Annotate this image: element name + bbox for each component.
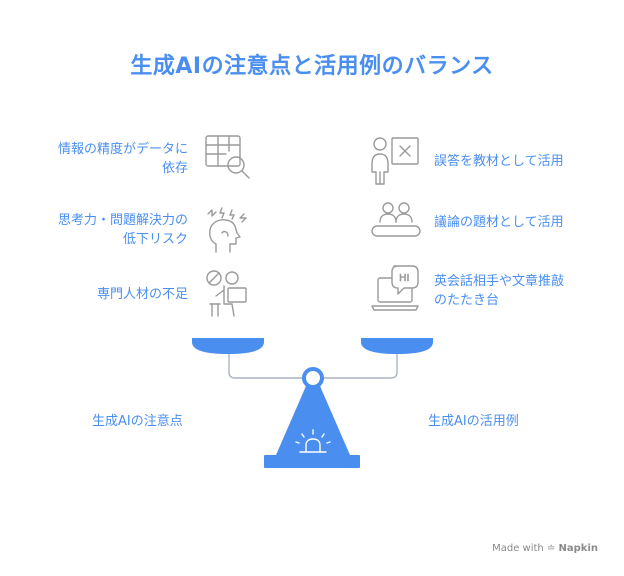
scale-stand [276, 386, 350, 455]
right-hanger [322, 354, 398, 379]
unavailable-worker-icon [206, 270, 247, 317]
discussion-group-icon [371, 202, 421, 237]
left-item-3: 専門人材の不足 [96, 287, 188, 302]
credit-text: Made with [492, 543, 544, 554]
spreadsheet-search-icon [205, 135, 250, 179]
left-scale-pan [192, 338, 264, 354]
left-caption: 生成AIの注意点 [92, 414, 183, 429]
credit-brand: Napkin [558, 543, 598, 554]
right-item-1: 誤答を教材として活用 [434, 154, 564, 169]
left-hanger [228, 354, 304, 379]
right-item-2: 議論の題材として活用 [434, 215, 564, 230]
credit[interactable]: Made with ≐ Napkin [492, 543, 598, 554]
page-title: 生成AIの注意点と活用例のバランス [130, 54, 494, 79]
napkin-logo-icon: ≐ [546, 543, 556, 554]
laptop-chat-icon: HI [371, 265, 419, 311]
scale-pivot [302, 367, 324, 389]
stressed-head-icon [207, 207, 247, 253]
svg-text:HI: HI [399, 273, 409, 284]
teacher-board-icon [371, 137, 419, 185]
light-icon [295, 429, 331, 453]
scale-base [264, 455, 360, 468]
left-item-1: 情報の精度がデータに依存 [57, 142, 188, 176]
right-scale-pan [361, 338, 433, 354]
right-item-3: 英会話相手や文章推敲のたたき台 [434, 274, 565, 308]
right-caption: 生成AIの活用例 [428, 414, 519, 429]
left-item-2: 思考力・問題解決力の低下リスク [57, 213, 188, 247]
